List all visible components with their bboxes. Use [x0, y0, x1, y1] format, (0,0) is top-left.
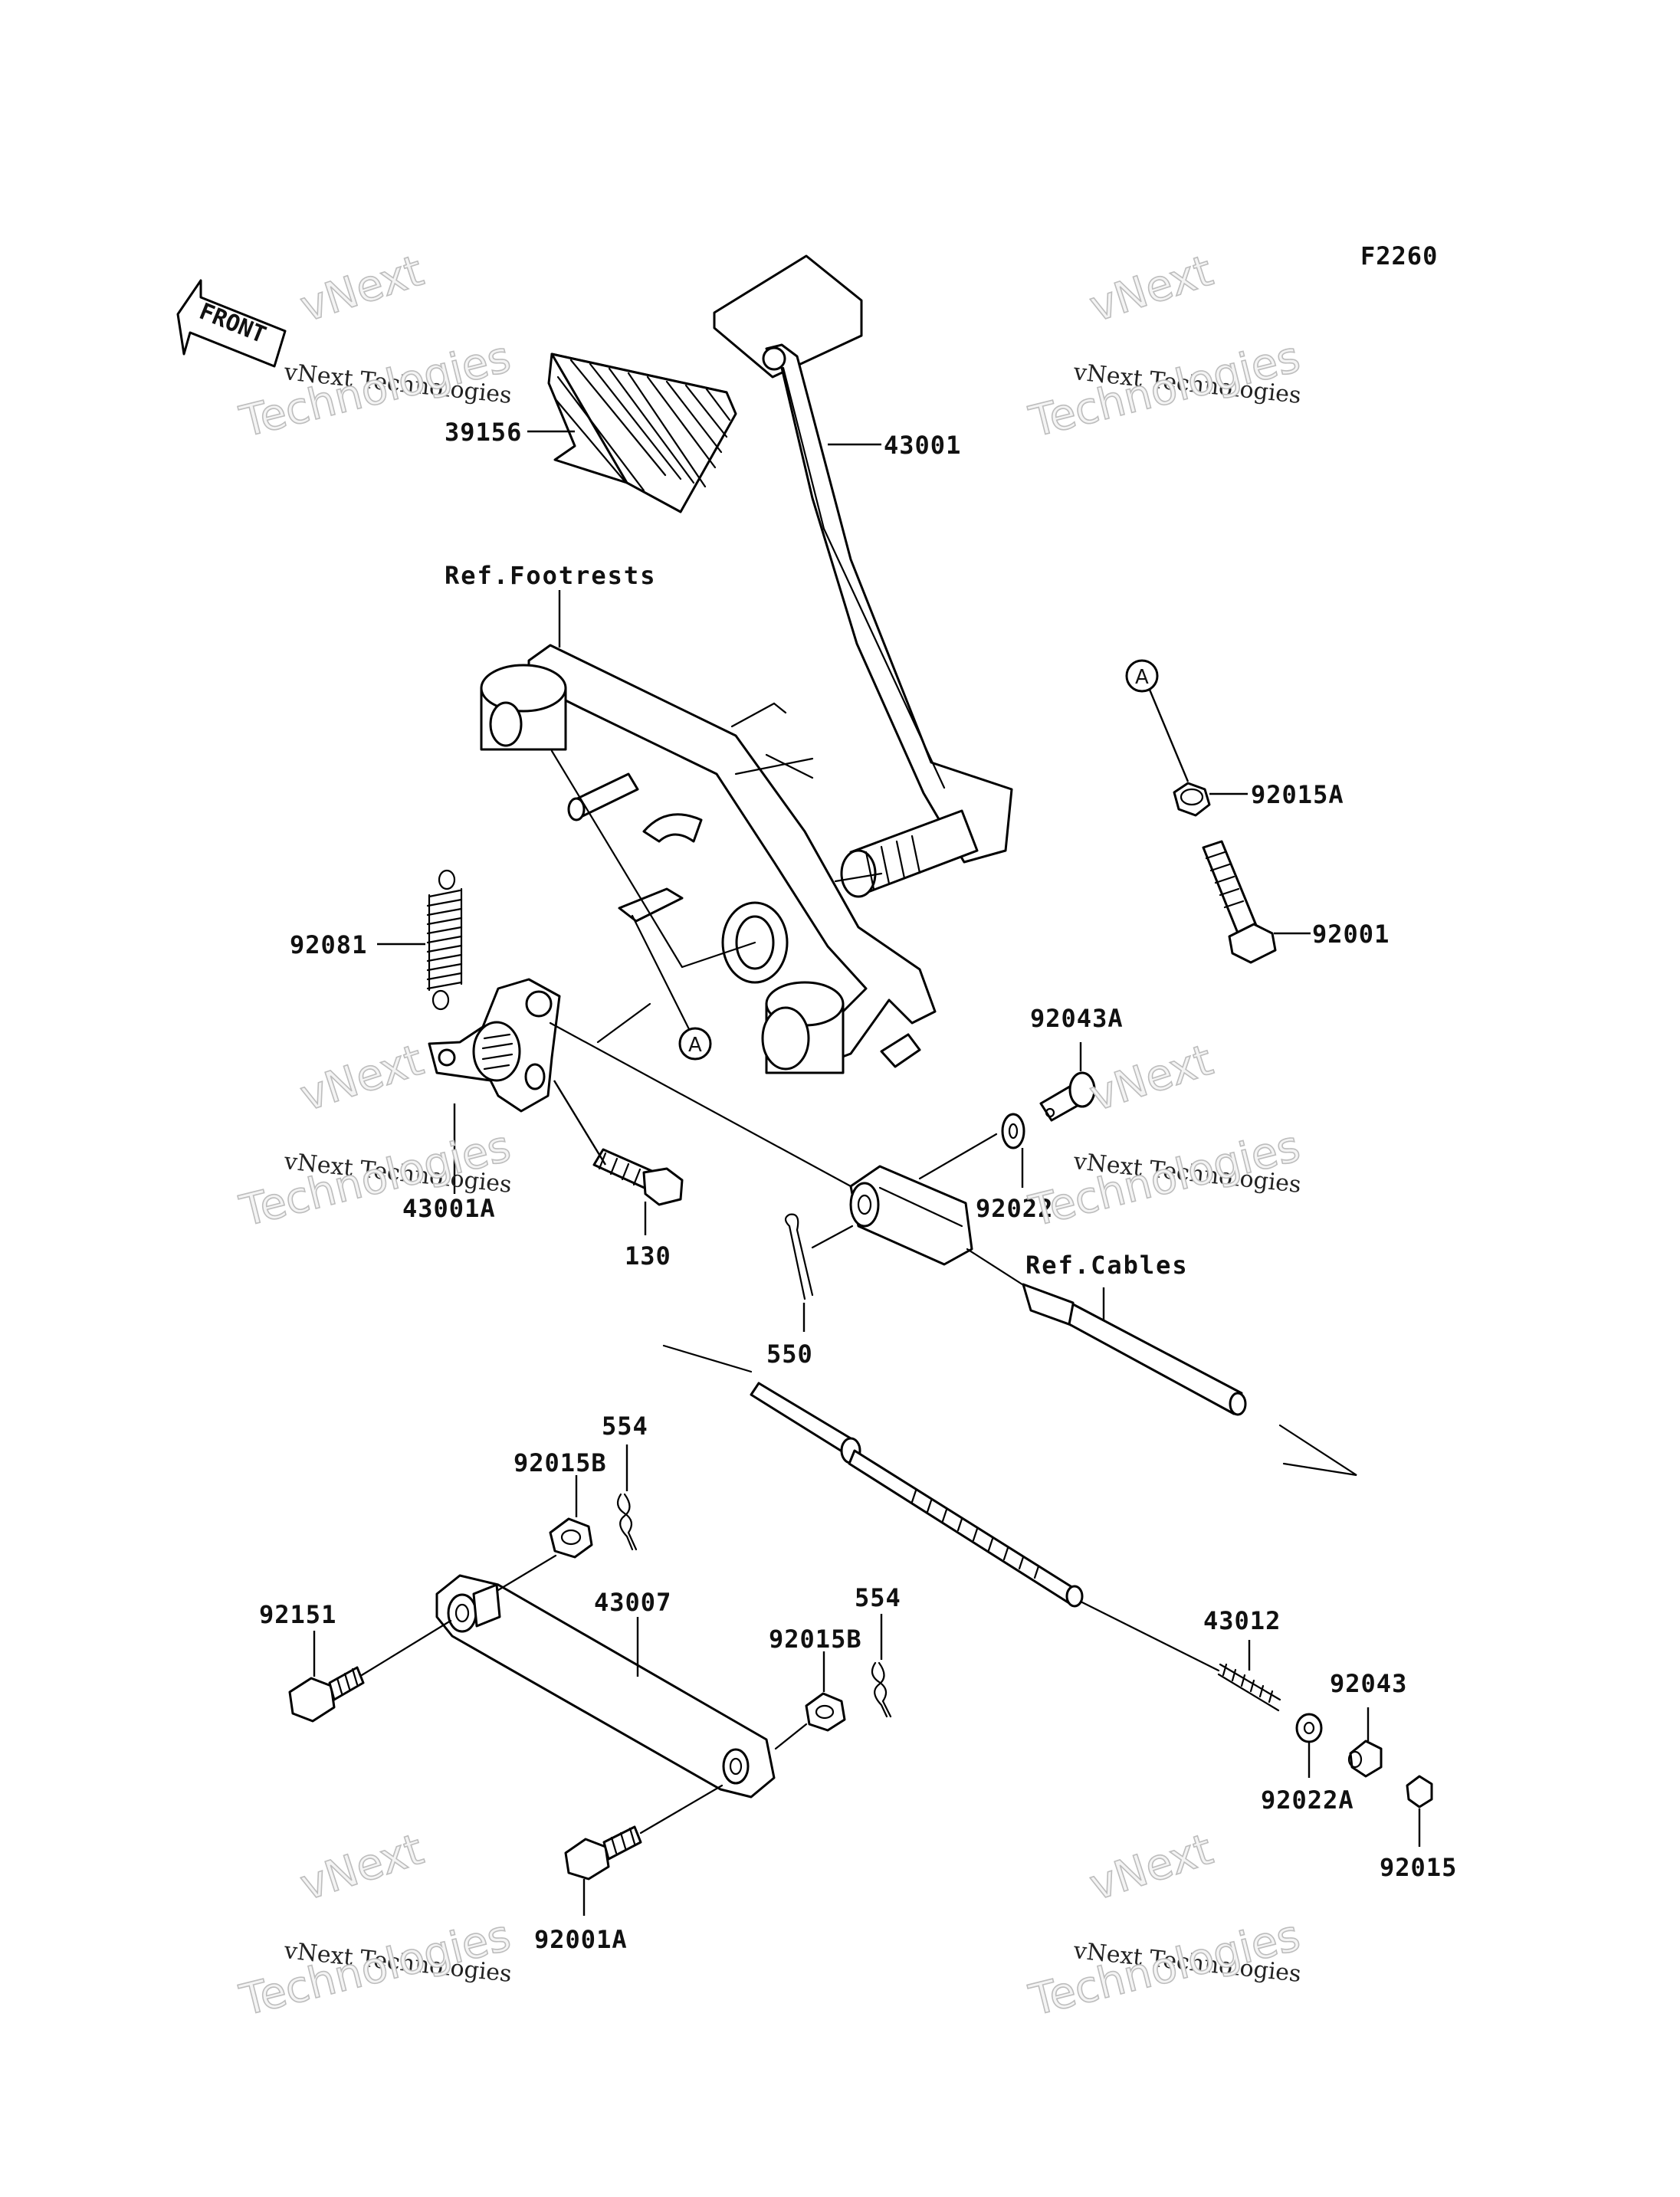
part-label-92043: 92043: [1330, 1669, 1407, 1698]
part-label-43012: 43012: [1203, 1606, 1281, 1635]
part-label-92001: 92001: [1312, 920, 1390, 949]
pin-92043: [1347, 1740, 1383, 1778]
cable-clevis: [849, 1165, 973, 1266]
nut-92015B-lower: [805, 1692, 846, 1732]
nut-92015: [1406, 1775, 1433, 1808]
pedal-pad-rubber: [547, 353, 737, 513]
cable-rod-43012: [750, 1382, 1084, 1608]
watermark-5: vNext vNext Technologies Technologies: [235, 1824, 516, 2026]
threaded-end-43012: [1217, 1663, 1281, 1712]
part-label-554-a: 554: [602, 1412, 648, 1441]
brake-lever-arm: [428, 978, 561, 1113]
part-label-92151: 92151: [259, 1600, 336, 1629]
front-arrow-icon: FRONT: [176, 279, 287, 368]
watermark-2: vNext vNext Technologies Technologies: [1024, 245, 1305, 448]
footrest-bracket: [480, 644, 937, 1074]
link-rod-43007: [435, 1574, 776, 1799]
svg-text:vNext: vNext: [294, 1825, 429, 1910]
r-clip-554-upper: [616, 1493, 638, 1551]
part-label-130: 130: [625, 1241, 671, 1271]
svg-text:Technologies: Technologies: [1025, 332, 1305, 447]
clevis-pin-92043A: [1039, 1071, 1096, 1122]
part-label-92015B-b: 92015B: [769, 1625, 862, 1654]
part-label-92015A: 92015A: [1251, 780, 1344, 809]
washer-92022A: [1295, 1713, 1323, 1743]
part-label-92022A: 92022A: [1261, 1785, 1354, 1815]
part-label-550: 550: [766, 1340, 813, 1369]
callout-a-nut: A: [1125, 659, 1189, 782]
spring-92081: [426, 869, 463, 1011]
bolt-130: [592, 1148, 684, 1206]
watermark-4: vNext vNext Technologies Technologies: [1024, 1035, 1305, 1237]
nut-92015A: [1173, 782, 1211, 817]
part-label-92015: 92015: [1380, 1853, 1457, 1882]
svg-text:vNext: vNext: [294, 1035, 429, 1121]
part-label-43001: 43001: [884, 431, 961, 460]
cotter-pin-550: [784, 1213, 814, 1300]
bolt-92001: [1202, 840, 1277, 964]
part-label-43007: 43007: [594, 1588, 671, 1617]
svg-text:Technologies: Technologies: [1025, 1121, 1305, 1236]
svg-text:vNext: vNext: [1084, 246, 1219, 332]
callout-a-bracket: A: [678, 1027, 712, 1061]
svg-text:Technologies: Technologies: [1025, 1910, 1305, 2025]
part-label-92015B-a: 92015B: [514, 1448, 607, 1477]
part-label-92043A: 92043A: [1030, 1004, 1124, 1033]
r-clip-554-lower: [871, 1661, 892, 1718]
watermark-6: vNext vNext Technologies Technologies: [1024, 1824, 1305, 2026]
washer-92022: [1001, 1113, 1025, 1149]
svg-text:vNext: vNext: [1084, 1035, 1219, 1121]
ref-footrests: Ref.Footrests: [445, 561, 656, 590]
diagram-code: F2260: [1360, 241, 1438, 271]
brake-cable-upper: [966, 1248, 1247, 1416]
part-label-92001A: 92001A: [534, 1925, 628, 1954]
svg-text:A: A: [688, 1034, 702, 1057]
part-label-92081: 92081: [290, 930, 367, 959]
part-label-92022: 92022: [976, 1194, 1053, 1223]
bolt-92151: [288, 1666, 365, 1723]
brake-pedal: [713, 254, 1013, 898]
svg-text:Technologies: Technologies: [235, 1910, 516, 2025]
part-label-554-b: 554: [855, 1583, 901, 1612]
part-label-43001A: 43001A: [402, 1194, 496, 1223]
ref-cables: Ref.Cables: [1025, 1251, 1189, 1280]
nut-92015B-upper: [549, 1517, 593, 1559]
svg-text:vNext: vNext: [1084, 1825, 1219, 1910]
part-label-39156: 39156: [445, 418, 522, 447]
svg-text:vNext: vNext: [294, 246, 429, 332]
bolt-92001A: [564, 1825, 642, 1881]
svg-text:A: A: [1135, 666, 1149, 689]
